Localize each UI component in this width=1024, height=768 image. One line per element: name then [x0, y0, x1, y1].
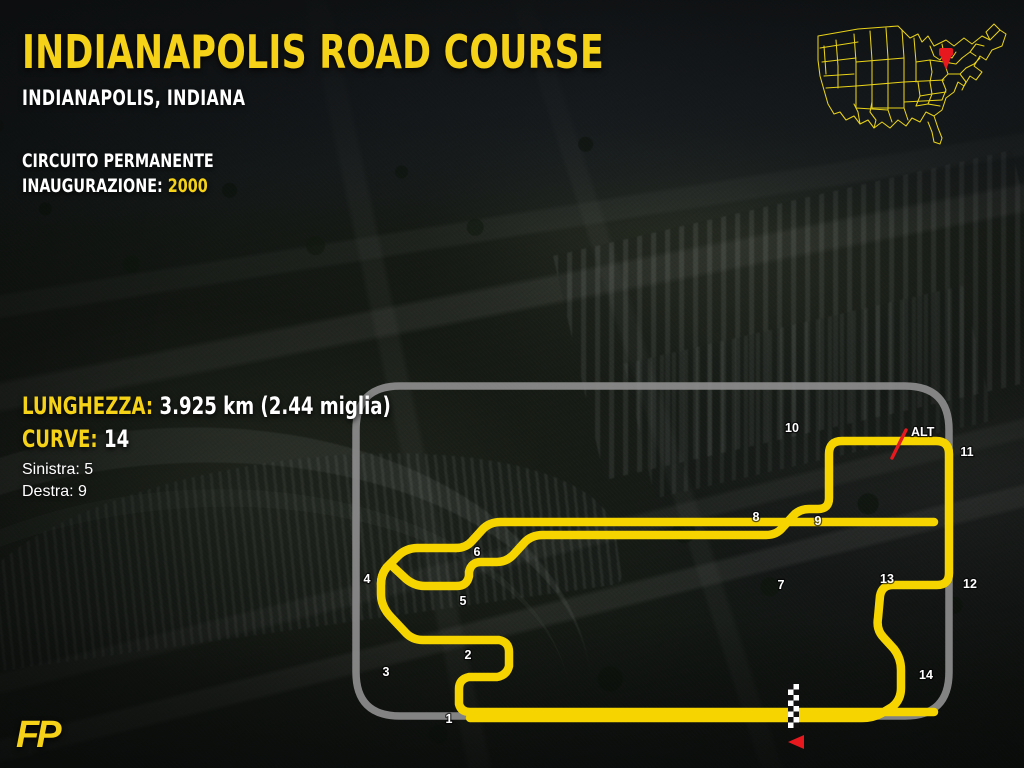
corner-number-14: 14 — [919, 668, 933, 682]
corner-number-1: 1 — [446, 712, 453, 726]
circuit-type-label: CIRCUITO PERMANENTE — [22, 150, 214, 172]
location-pin-head — [939, 48, 953, 56]
corner-number-3: 3 — [383, 665, 390, 679]
direction-arrow — [788, 735, 804, 749]
circuit-track-backstraight — [451, 517, 939, 553]
corner-number-4: 4 — [364, 572, 371, 586]
length-stat: LUNGHEZZA: 3.925 km (2.44 miglia) — [22, 392, 391, 420]
corner-number-7: 7 — [778, 578, 785, 592]
location-pin — [939, 52, 953, 70]
location-subtitle: INDIANAPOLIS, INDIANA — [22, 86, 246, 110]
corner-number-2: 2 — [465, 648, 472, 662]
corner-number-13: 13 — [880, 572, 894, 586]
start-finish-line — [788, 684, 799, 728]
corner-number-11: 11 — [960, 445, 973, 459]
corner-number-10: 10 — [785, 421, 799, 435]
alt-marker-line — [890, 428, 908, 460]
corner-number-5: 5 — [460, 594, 467, 608]
circuit-track-line — [376, 436, 954, 723]
corner-number-12: 12 — [963, 577, 977, 591]
right-turns-count: Destra: 9 — [22, 483, 87, 500]
inauguration-line: INAUGURAZIONE: 2000 — [22, 175, 208, 198]
length-label: LUNGHEZZA: — [22, 392, 154, 420]
alt-marker-label: ALT — [911, 425, 935, 439]
inauguration-year: 2000 — [167, 175, 208, 197]
page-title: INDIANAPOLIS ROAD COURSE — [22, 25, 604, 79]
corner-number-9: 9 — [815, 514, 822, 528]
turns-label: CURVE: — [22, 425, 98, 453]
turns-value: 14 — [104, 425, 130, 453]
length-value: 3.925 km (2.44 miglia) — [159, 392, 391, 420]
inauguration-label: INAUGURAZIONE: — [22, 175, 163, 197]
fp-logo: FP — [16, 714, 62, 756]
usa-outline-map — [817, 23, 1007, 145]
circuit-track-hairpin — [376, 543, 461, 589]
left-turns-count: Sinistra: 5 — [22, 461, 94, 478]
turns-stat: CURVE: 14 — [22, 425, 129, 453]
corner-number-6: 6 — [474, 545, 481, 559]
corner-number-8: 8 — [753, 510, 760, 524]
